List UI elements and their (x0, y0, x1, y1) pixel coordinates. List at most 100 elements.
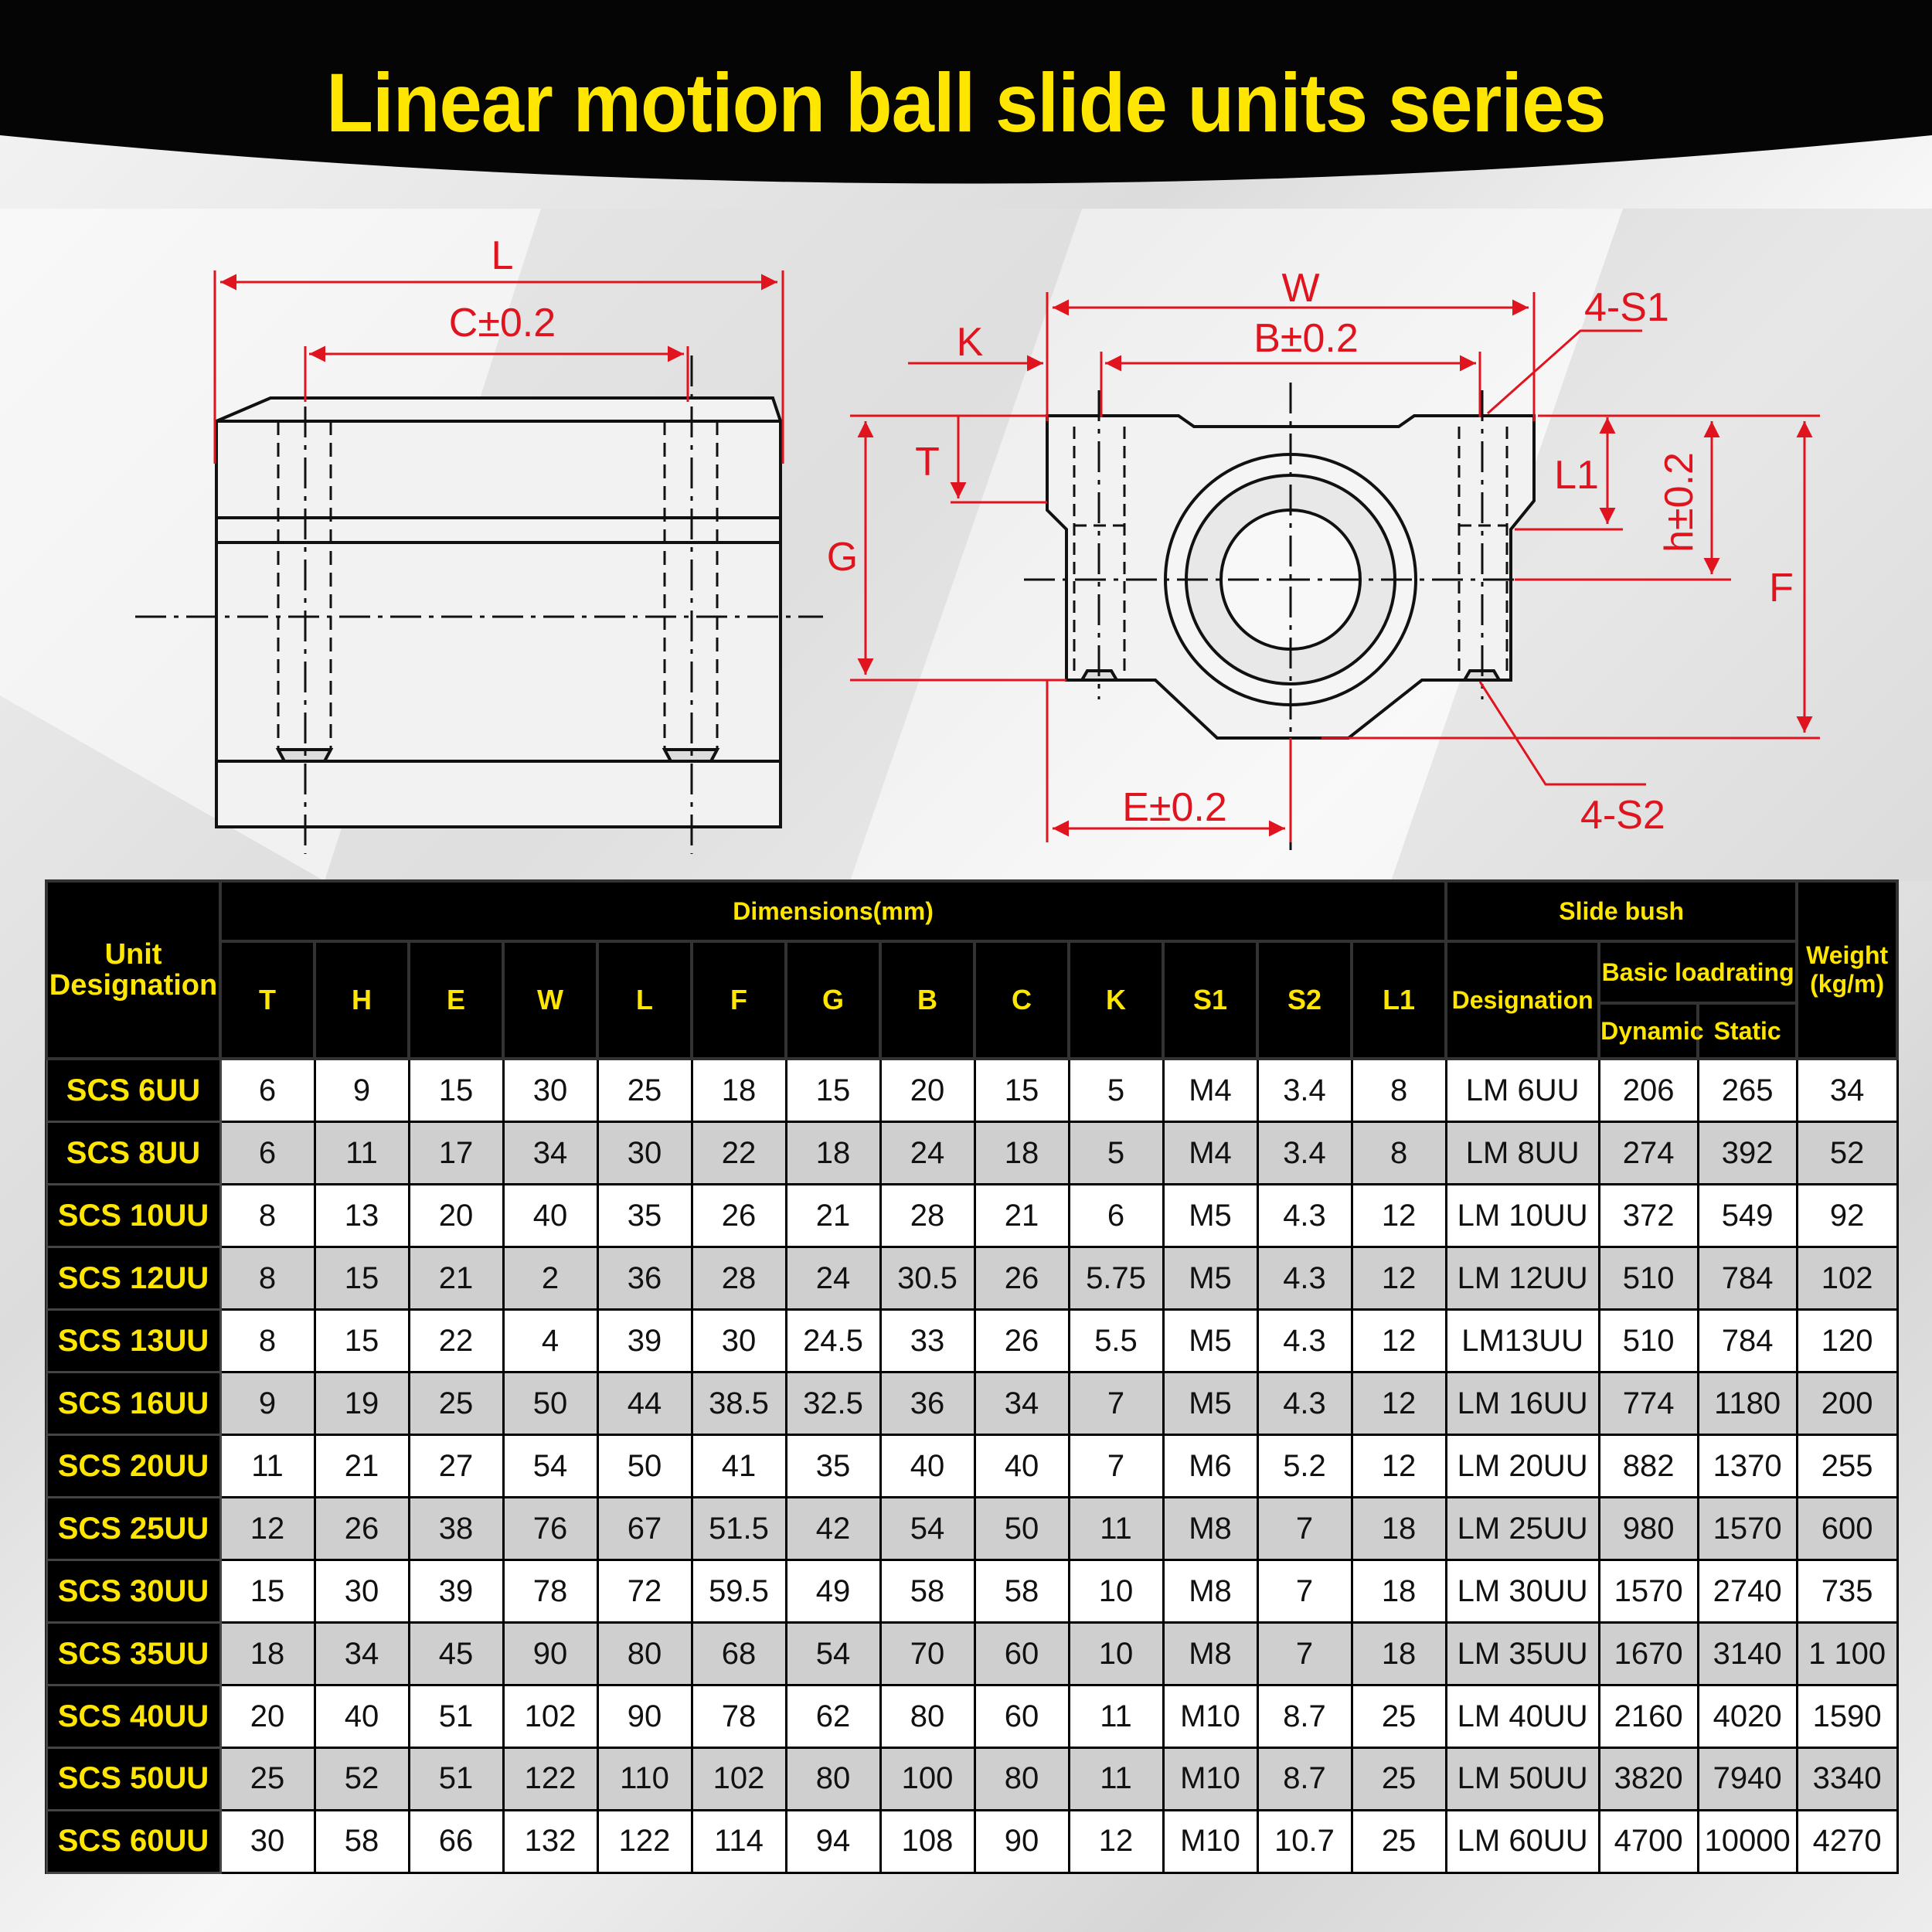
dim-cell-l: 35 (596, 1183, 693, 1249)
dim-cell-s2: 8.7 (1256, 1684, 1353, 1749)
static-load-cell: 392 (1696, 1121, 1798, 1186)
dim-cell-f: 59.5 (690, 1559, 787, 1624)
dim-cell-w: 4 (502, 1308, 599, 1374)
dim-cell-g: 24 (784, 1246, 882, 1311)
dim-cell-l1: 18 (1350, 1621, 1447, 1687)
bush-designation-cell: LM 25UU (1444, 1496, 1600, 1562)
dim-cell-l1: 25 (1350, 1684, 1447, 1749)
dim-cell-s1: M5 (1162, 1308, 1259, 1374)
dim-cell-b: 80 (879, 1684, 976, 1749)
dim-cell-k: 11 (1067, 1747, 1165, 1811)
dim-cell-l: 50 (596, 1434, 693, 1499)
dim-cell-f: 30 (690, 1308, 787, 1374)
dim-cell-b: 100 (879, 1747, 976, 1811)
unit-designation-cell: SCS 40UU (45, 1684, 222, 1749)
header-dim-e: E (407, 940, 505, 1060)
dim-cell-g: 18 (784, 1121, 882, 1186)
dim-cell-l: 110 (596, 1747, 693, 1811)
dim-cell-f: 26 (690, 1183, 787, 1249)
dynamic-load-cell: 1670 (1597, 1621, 1699, 1687)
dim-cell-c: 18 (973, 1121, 1070, 1186)
dim-cell-s1: M10 (1162, 1747, 1259, 1811)
side-view (135, 355, 823, 854)
dim-cell-e: 17 (407, 1121, 505, 1186)
dim-cell-k: 7 (1067, 1371, 1165, 1437)
unit-designation-cell: SCS 12UU (45, 1246, 222, 1311)
dim-cell-f: 102 (690, 1747, 787, 1811)
dim-cell-b: 108 (879, 1808, 976, 1875)
dynamic-load-cell: 4700 (1597, 1808, 1699, 1875)
static-load-cell: 784 (1696, 1308, 1798, 1374)
dim-label-l1: L1 (1554, 453, 1599, 498)
dim-cell-s1: M4 (1162, 1121, 1259, 1186)
dim-cell-g: 42 (784, 1496, 882, 1562)
dim-cell-l: 44 (596, 1371, 693, 1437)
dim-cell-k: 11 (1067, 1684, 1165, 1749)
dim-cell-g: 15 (784, 1057, 882, 1124)
dim-cell-s1: M4 (1162, 1057, 1259, 1124)
dim-cell-c: 15 (973, 1057, 1070, 1124)
header-dim-k: K (1067, 940, 1165, 1060)
dim-cell-b: 20 (879, 1057, 976, 1124)
dim-cell-e: 45 (407, 1621, 505, 1687)
header-dim-w: W (502, 940, 599, 1060)
dim-cell-t: 6 (219, 1057, 316, 1124)
dim-cell-h: 40 (313, 1684, 410, 1749)
dim-label-t: T (915, 440, 940, 485)
unit-designation-cell: SCS 60UU (45, 1808, 222, 1875)
static-load-cell: 1370 (1696, 1434, 1798, 1499)
dim-cell-h: 34 (313, 1621, 410, 1687)
static-load-cell: 2740 (1696, 1559, 1798, 1624)
dim-cell-l: 80 (596, 1621, 693, 1687)
dim-label-c: C±0.2 (449, 301, 556, 345)
weight-cell: 102 (1795, 1246, 1899, 1311)
dynamic-load-cell: 510 (1597, 1308, 1699, 1374)
unit-designation-cell: SCS 13UU (45, 1308, 222, 1374)
dim-cell-f: 114 (690, 1808, 787, 1875)
dim-cell-t: 18 (219, 1621, 316, 1687)
dim-cell-c: 34 (973, 1371, 1070, 1437)
unit-designation-cell: SCS 20UU (45, 1434, 222, 1499)
dim-cell-c: 21 (973, 1183, 1070, 1249)
dim-cell-f: 28 (690, 1246, 787, 1311)
unit-designation-cell: SCS 35UU (45, 1621, 222, 1687)
dim-cell-l: 25 (596, 1057, 693, 1124)
dim-cell-c: 60 (973, 1621, 1070, 1687)
dim-cell-h: 11 (313, 1121, 410, 1186)
dim-cell-s2: 10.7 (1256, 1808, 1353, 1875)
dim-cell-e: 21 (407, 1246, 505, 1311)
dim-cell-l1: 12 (1350, 1246, 1447, 1311)
dim-cell-e: 25 (407, 1371, 505, 1437)
dynamic-load-cell: 1570 (1597, 1559, 1699, 1624)
dim-cell-b: 33 (879, 1308, 976, 1374)
header-bush-designation: Designation (1444, 940, 1601, 1060)
static-load-cell: 265 (1696, 1057, 1798, 1124)
dim-cell-h: 52 (313, 1747, 410, 1811)
header-dim-c: C (973, 940, 1070, 1060)
header-dim-h: H (313, 940, 410, 1060)
dim-cell-g: 24.5 (784, 1308, 882, 1374)
dim-cell-h: 13 (313, 1183, 410, 1249)
dim-cell-e: 38 (407, 1496, 505, 1562)
dim-cell-s1: M5 (1162, 1371, 1259, 1437)
dim-cell-s1: M6 (1162, 1434, 1259, 1499)
dim-cell-g: 49 (784, 1559, 882, 1624)
dim-cell-k: 5.5 (1067, 1308, 1165, 1374)
weight-cell: 1590 (1795, 1684, 1899, 1749)
weight-cell: 52 (1795, 1121, 1899, 1186)
bush-designation-cell: LM13UU (1444, 1308, 1600, 1374)
dim-cell-k: 5 (1067, 1121, 1165, 1186)
dim-cell-w: 30 (502, 1057, 599, 1124)
static-load-cell: 7940 (1696, 1747, 1798, 1811)
dim-cell-l1: 18 (1350, 1496, 1447, 1562)
unit-designation-cell: SCS 10UU (45, 1183, 222, 1249)
